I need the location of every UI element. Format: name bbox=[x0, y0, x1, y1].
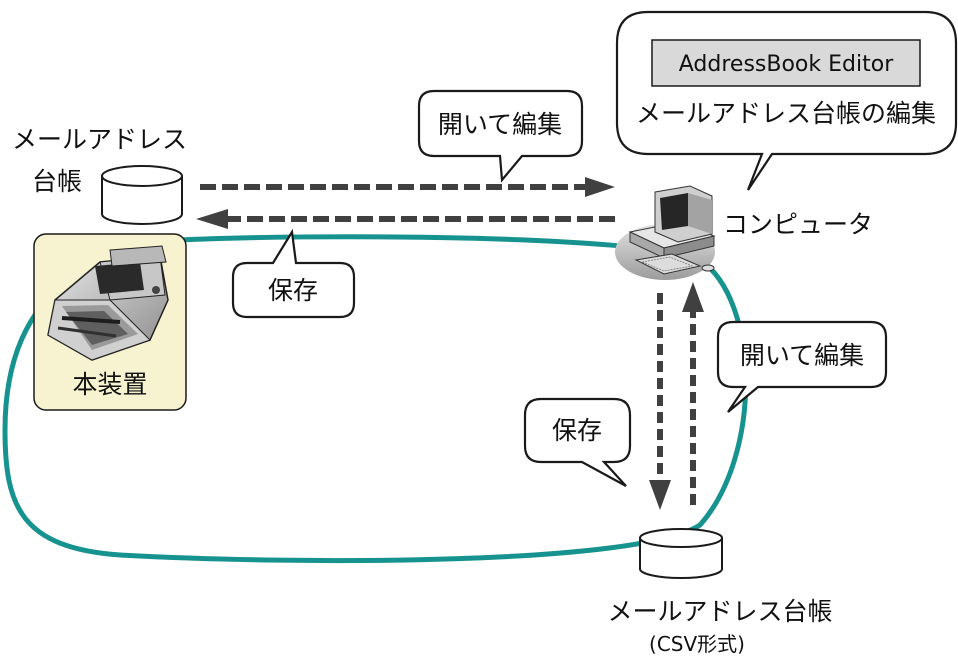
local-book-label-line2: 台帳 bbox=[32, 167, 82, 196]
csv-book-label: メールアドレス台帳 bbox=[607, 597, 832, 626]
editor-caption: メールアドレス台帳の編集 bbox=[636, 99, 936, 128]
device-label: 本装置 bbox=[72, 370, 147, 399]
callout-open-edit-right-text: 開いて編集 bbox=[740, 341, 864, 370]
callout-open-edit-top-shape bbox=[417, 89, 584, 183]
document-scanner-icon bbox=[47, 245, 169, 361]
callout-save-bottom-text: 保存 bbox=[552, 416, 602, 445]
local-book-label-line1: メールアドレス bbox=[12, 125, 187, 154]
arrow-open-csv-to-computer bbox=[682, 282, 704, 505]
addressbook-editor-button[interactable] bbox=[651, 39, 921, 87]
callout-open-edit-top: 開いて編集 bbox=[417, 89, 584, 183]
callout-save-top: 保存 bbox=[231, 228, 356, 319]
callout-save-bottom: 保存 bbox=[523, 397, 632, 487]
arrow-save-to-local-book bbox=[196, 209, 615, 229]
callout-open-edit-right: 開いて編集 bbox=[716, 320, 888, 413]
callout-open-edit-top-text: 開いて編集 bbox=[438, 110, 562, 139]
editor-callout: AddressBook Editor メールアドレス台帳の編集 bbox=[615, 10, 958, 191]
database-cylinder-icon bbox=[101, 165, 183, 225]
callout-save-top-text: 保存 bbox=[268, 276, 318, 305]
csv-format-label: (CSV形式) bbox=[649, 632, 745, 656]
device-group: 本装置 bbox=[33, 233, 187, 411]
addressbook-editor-button-label: AddressBook Editor bbox=[679, 52, 894, 77]
callout-open-edit-right-shape bbox=[716, 320, 888, 413]
arrow-open-to-computer bbox=[200, 177, 615, 197]
callout-save-bottom-shape bbox=[523, 397, 632, 487]
callout-save-top-shape bbox=[231, 228, 356, 319]
data-flow-loop bbox=[2, 234, 749, 564]
database-cylinder-icon bbox=[639, 528, 723, 579]
desktop-computer-icon bbox=[615, 185, 716, 280]
arrow-save-to-csv bbox=[649, 293, 671, 510]
computer-label: コンピュータ bbox=[723, 210, 873, 239]
